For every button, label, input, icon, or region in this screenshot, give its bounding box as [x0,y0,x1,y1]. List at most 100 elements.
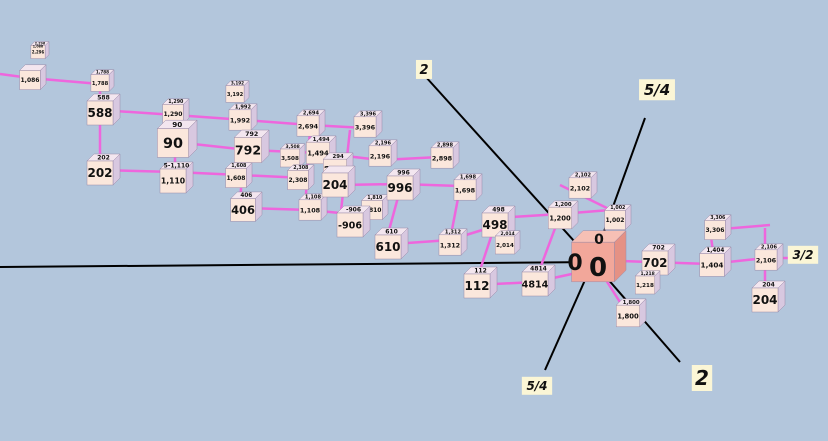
node-main-label: 702 [642,256,667,270]
node-main-label: 2,296 [32,49,45,54]
node-main-label: 1,698 [455,186,476,194]
node-layer: 2,2961,0862,2961,0861,7881,7885885882022… [18,40,786,328]
node-top-label: 1,698 [460,175,477,181]
node-main-label: 2,014 [496,243,514,249]
node-2196: 2,196 2,196 [368,139,398,167]
node-996: 996 996 [386,168,421,201]
node-906: -906-906 [336,205,371,238]
node-top-label: 5-1,110 [164,163,190,170]
node-main-label: 1,110 [161,177,185,186]
axis-label-bg [639,79,675,101]
node-main-label: 2,898 [432,154,453,162]
node-top-label: 294 [333,154,345,160]
node-main-label: 1,290 [164,111,183,118]
node-main-label: 2,694 [298,122,319,130]
origin-main-label: 0 [589,253,607,283]
node-2014: 2,014 2,014 [494,230,521,255]
axis-label-bg [415,59,433,79]
node-3508: 3,508 3,508 [279,143,306,168]
node-top-label: 498 [492,207,505,214]
node-top-label: 588 [97,95,110,102]
axis-label-bg [521,376,553,395]
node-top-label: 3,192 [231,81,244,86]
node-top-label: 996 [397,170,410,177]
node-1698: 1,698 1,698 [453,173,483,201]
axis-label-upper-right-5-4: 5/4 [639,79,675,101]
node-top-label: 2,196 [375,141,392,147]
node-main-label: 204 [752,293,777,307]
node-top-label: 2,014 [501,231,515,237]
node-main-label: 3,508 [281,156,299,162]
origin-side-label: 0 [567,251,582,276]
node-90: 90 90 [156,119,198,159]
node-top-label: 3,508 [286,144,300,150]
node-top-label: 1,494 [313,137,330,143]
node-1290: 1,290 1,290 [161,98,190,125]
node-1108: 1,108 1,108 [298,193,328,221]
node-top-label: 1,992 [235,105,252,111]
node-top-label: 2,106 [761,245,778,251]
node-1086: 1,086 [18,64,47,91]
node-1608: 1,608 1,608 [224,162,253,189]
axis-label-upper-left-2: 2 [415,59,433,79]
node-top-label: 2,694 [303,111,320,117]
node-main-label: 1,108 [300,206,321,214]
node-main-label: 1,810 [363,207,382,214]
axis-label-text: 5/4 [644,81,670,99]
node-top-label: 702 [652,245,665,252]
node-top-label: 1,404 [706,248,724,254]
node-top-label: 1,200 [555,202,572,208]
node-main-label: 90 [163,136,183,152]
node-top-label: 2,296 [35,42,46,46]
node-main-label: 996 [387,181,412,195]
node-main-label: 204 [322,178,347,192]
node-top-label: 406 [240,193,252,199]
node-702: 702 702 [641,243,676,276]
node-main-label: 1,002 [606,217,625,224]
node-top-label: 90 [172,120,182,129]
node-main-label: 610 [375,240,400,254]
node-1002: 1,002 1,002 [603,204,632,231]
node-top-label: 1,800 [623,300,640,306]
node-top-label: 3,306 [710,215,726,221]
axis-label-bg [691,365,713,391]
node-main-label: 1,992 [230,116,250,124]
node-1110: 5-1,110 1,110 [159,161,194,194]
node-top-label: 2,308 [293,165,309,171]
node-back-label: 1,086 [33,44,44,48]
axis-label-text: 2 [695,366,709,390]
axis-label-bg [787,245,819,264]
node-main-label: 3,192 [227,92,244,98]
node-top-label: 1,002 [610,205,625,211]
node-top-label: 1,108 [305,195,322,201]
node-top-label: 1,608 [231,163,247,169]
node-main-label: 1,312 [440,241,460,249]
node-top-label: 1,788 [96,70,109,75]
node-top-label: 792 [245,131,258,138]
axis-label-lower-right-2: 2 [691,365,713,391]
node-top-label: -906 [346,207,361,214]
node-top-label: 1,290 [168,99,184,105]
node-main-label: 2,196 [370,152,391,160]
node-main-label: 1,608 [227,175,246,182]
node-main-label: 4814 [522,279,549,290]
origin-back-label: 0 [594,232,604,248]
node-main-label: 3,306 [706,227,725,234]
node-3306: 3,306 3,306 [703,214,732,241]
node-204b: 204 [321,165,356,198]
